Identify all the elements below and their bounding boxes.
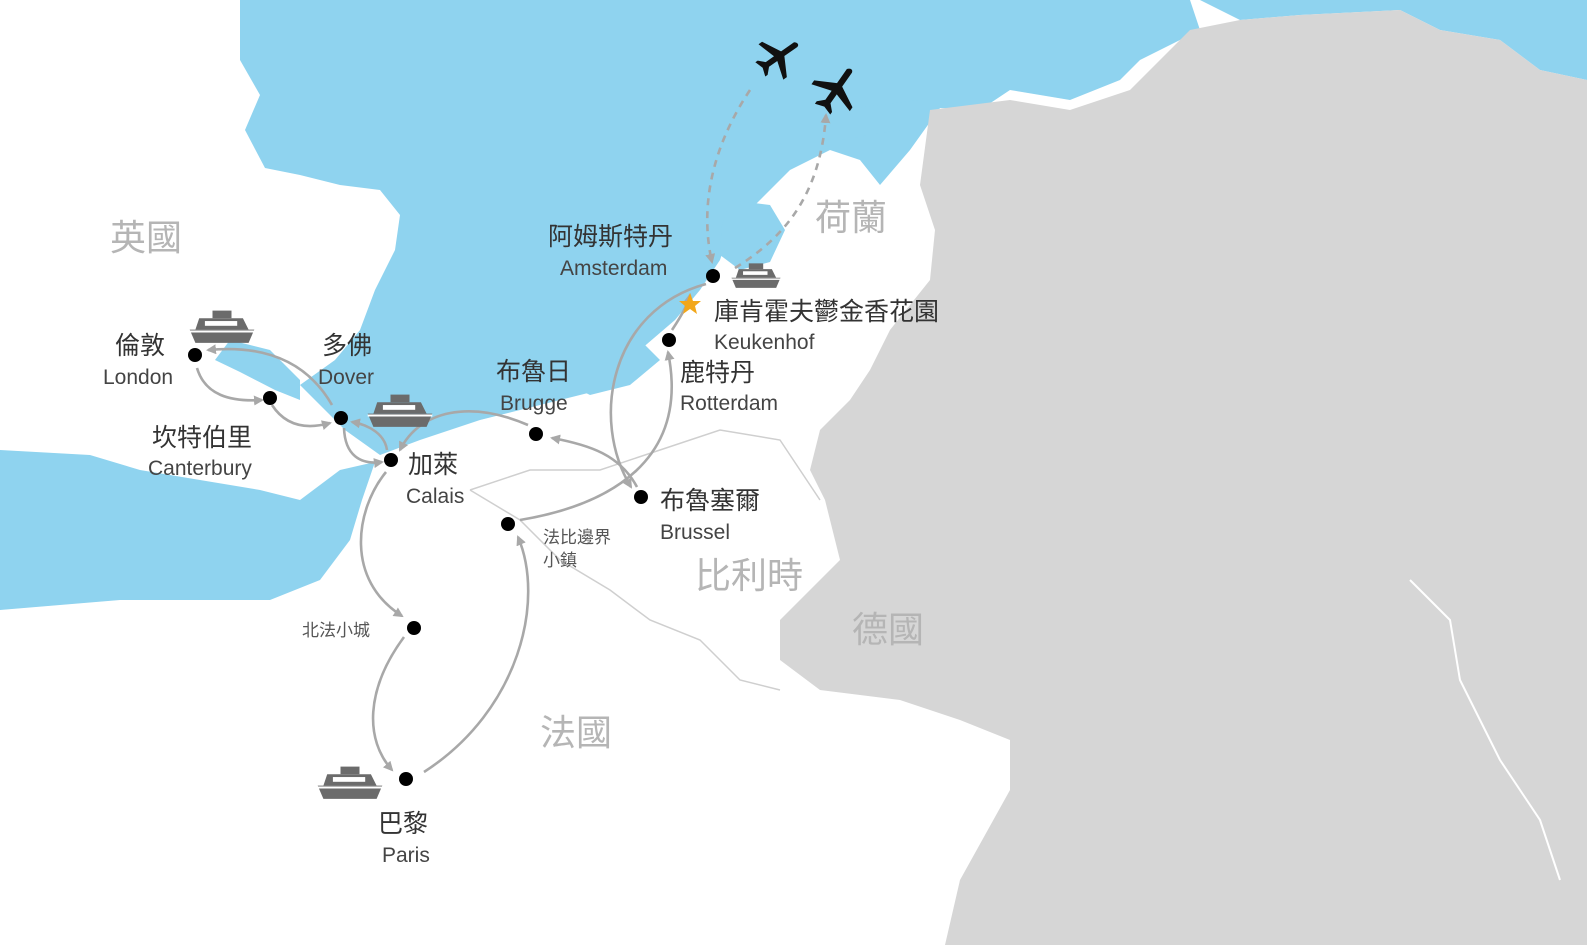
country-label-uk: 英國 (110, 218, 182, 259)
route-amsterdam-brussel (609, 282, 707, 489)
city-label-keukenhof-en: Keukenhof (714, 331, 815, 354)
zeeland-delta (560, 340, 660, 395)
city-dot-dover (334, 411, 348, 425)
city-label-brugge-en: Brugge (500, 392, 568, 415)
city-label-canterbury-zh: 坎特伯里 (152, 423, 252, 452)
town-label-border-line2: 小鎮 (543, 551, 577, 571)
town-label-border-line1: 法比邊界 (543, 528, 611, 548)
route-lines (195, 282, 707, 774)
north-sea (240, 0, 1200, 455)
city-label-canterbury-en: Canterbury (148, 457, 252, 480)
city-label-london-en: London (103, 366, 173, 389)
city-label-calais-en: Calais (406, 485, 464, 508)
city-label-brussel-zh: 布魯塞爾 (660, 486, 760, 515)
city-label-brussel-en: Brussel (660, 521, 730, 544)
city-dot-border-town (501, 517, 515, 531)
border-be-nl (469, 429, 821, 501)
route-paris-bordertown (423, 535, 530, 774)
wadden-sea (760, 100, 940, 150)
city-label-brugge-zh: 布魯日 (496, 357, 571, 386)
route-brugge-calais (398, 410, 529, 452)
route-london-canterbury (195, 367, 264, 406)
city-dot-canterbury (263, 391, 277, 405)
city-label-dover-zh: 多佛 (322, 331, 372, 360)
route-calais-northfrance (359, 471, 404, 618)
english-channel (0, 450, 375, 610)
city-label-amsterdam-en: Amsterdam (560, 257, 667, 280)
city-dots (188, 269, 720, 786)
city-dot-london (188, 348, 202, 362)
city-label-london-zh: 倫敦 (115, 331, 165, 360)
country-label-netherlands: 荷蘭 (815, 198, 887, 239)
city-label-rotterdam-en: Rotterdam (680, 392, 778, 415)
flight-route-out (734, 113, 831, 270)
route-bordertown-rotterdam (519, 350, 675, 522)
country-label-germany: 德國 (852, 610, 924, 651)
town-label-north-france: 北法小城 (302, 621, 370, 641)
route-canterbury-dover (270, 404, 332, 430)
route-dover-calais (342, 427, 384, 469)
country-label-belgium: 比利時 (695, 556, 803, 597)
route-dover-london (206, 344, 334, 406)
germany-land (780, 10, 1587, 945)
thames-estuary (215, 340, 300, 400)
star-icon (679, 293, 701, 314)
route-calais-dover (350, 418, 389, 451)
city-label-amsterdam-zh: 阿姆斯特丹 (548, 222, 673, 251)
city-dot-rotterdam (662, 333, 676, 347)
city-label-calais-zh: 加萊 (408, 450, 458, 479)
city-dot-brugge (529, 427, 543, 441)
city-label-paris-en: Paris (382, 844, 430, 867)
country-label-france: 法國 (540, 713, 612, 754)
city-label-dover-en: Dover (318, 366, 374, 389)
city-dot-paris (399, 772, 413, 786)
border-be-fr (469, 489, 781, 691)
border-eastern (1409, 579, 1561, 881)
flight-route-in (705, 89, 752, 264)
route-brussel-brugge (550, 434, 639, 488)
city-dot-brussel (634, 490, 648, 504)
city-label-keukenhof-zh: 庫肯霍夫鬱金香花園 (714, 297, 939, 326)
city-dot-amsterdam (706, 269, 720, 283)
ijsselmeer (720, 200, 785, 270)
city-label-rotterdam-zh: 鹿特丹 (680, 358, 755, 387)
city-dot-calais (384, 453, 398, 467)
city-label-paris-zh: 巴黎 (378, 809, 428, 838)
baltic-sea (1200, 0, 1587, 80)
city-dot-north-france (407, 621, 421, 635)
route-northfrance-paris (371, 636, 406, 772)
